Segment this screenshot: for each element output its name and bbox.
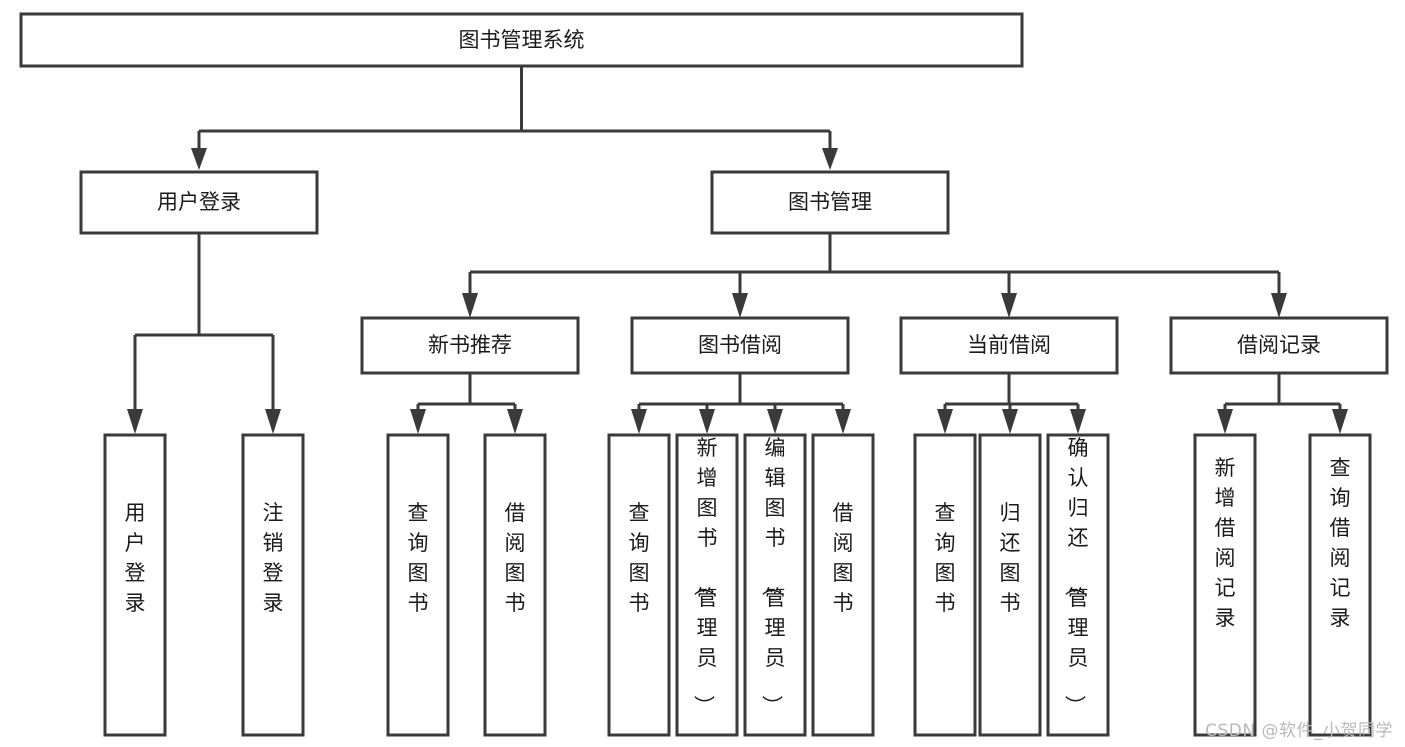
- node-borrow-records-box[interactable]: [1169, 316, 1389, 375]
- arrow-head-book-manage: [822, 148, 838, 170]
- leaf-borrow-4-box[interactable]: [811, 433, 875, 737]
- arrow-head-borrow-leaf-2: [699, 409, 715, 434]
- leaf-user-login-2-label: 注销登录: [263, 501, 284, 615]
- leaf-new-book-1-label: 查询图书: [408, 501, 429, 615]
- leaf-borrow-3-box[interactable]: [743, 433, 807, 737]
- leaf-borrow-3[interactable]: 编辑图书（管理员）: [743, 433, 807, 737]
- leaf-user-login-2[interactable]: 注销登录: [241, 433, 305, 737]
- node-user-login[interactable]: 用户登录: [79, 170, 319, 235]
- node-current-borrow-box[interactable]: [899, 316, 1119, 375]
- node-root-label: 图书管理系统: [459, 28, 585, 52]
- leaf-user-login-1-label: 用户登录: [125, 501, 146, 615]
- arrow-head-current-leaf-2: [1002, 409, 1018, 434]
- leaf-user-login-2-box[interactable]: [241, 433, 305, 737]
- leaf-user-login-1[interactable]: 用户登录: [103, 433, 167, 737]
- arrow-head-new-book: [462, 293, 478, 318]
- arrow-head-login-leaf-2: [265, 409, 281, 434]
- leaf-borrow-1-box[interactable]: [607, 433, 671, 737]
- leaf-current-3-box[interactable]: [1046, 433, 1110, 737]
- leaf-new-book-1[interactable]: 查询图书: [386, 433, 450, 737]
- leaf-records-2-box[interactable]: [1308, 433, 1372, 737]
- arrow-head-borrow-leaf-4: [835, 409, 851, 434]
- leaf-borrow-1[interactable]: 查询图书: [607, 433, 671, 737]
- node-borrow-records-label: 借阅记录: [1237, 333, 1321, 357]
- leaf-borrow-1-label: 查询图书: [629, 501, 650, 615]
- node-new-book-recommend[interactable]: 新书推荐: [360, 316, 580, 375]
- node-user-login-label: 用户登录: [157, 190, 241, 214]
- leaf-borrow-2-box[interactable]: [675, 433, 739, 737]
- leaf-borrow-2-label: 新增图书（管理员）: [692, 436, 718, 716]
- leaf-borrow-4[interactable]: 借阅图书: [811, 433, 875, 737]
- leaf-current-2[interactable]: 归还图书: [978, 433, 1042, 737]
- node-book-management-label: 图书管理: [788, 190, 872, 214]
- leaf-new-book-2-box[interactable]: [483, 433, 547, 737]
- leaf-records-2-label: 查询借阅记录: [1330, 456, 1351, 630]
- leaf-borrow-3-label: 编辑图书（管理员）: [760, 436, 786, 716]
- arrow-head-newbook-leaf-2: [507, 409, 523, 434]
- leaf-records-1-label: 新增借阅记录: [1215, 456, 1236, 630]
- leaf-borrow-2[interactable]: 新增图书（管理员）: [675, 433, 739, 737]
- node-book-borrow-label: 图书借阅: [698, 333, 782, 357]
- leaf-current-2-label: 归还图书: [1000, 501, 1021, 615]
- arrow-head-current: [1001, 293, 1017, 318]
- arrow-head-current-leaf-3: [1070, 409, 1086, 434]
- leaf-records-1-box[interactable]: [1193, 433, 1257, 737]
- arrow-head-current-leaf-1: [937, 409, 953, 434]
- leaf-borrow-4-label: 借阅图书: [833, 501, 854, 615]
- arrow-head-records-leaf-1: [1217, 409, 1233, 434]
- node-current-borrow-label: 当前借阅: [967, 333, 1051, 357]
- node-root[interactable]: 图书管理系统: [19, 12, 1024, 68]
- arrow-head-newbook-leaf-1: [410, 409, 426, 434]
- node-new-book-recommend-box[interactable]: [360, 316, 580, 375]
- node-borrow-records[interactable]: 借阅记录: [1169, 316, 1389, 375]
- node-book-management[interactable]: 图书管理: [710, 170, 950, 235]
- node-current-borrow[interactable]: 当前借阅: [899, 316, 1119, 375]
- node-root-box[interactable]: [19, 12, 1024, 68]
- node-book-management-box[interactable]: [710, 170, 950, 235]
- node-book-borrow-box[interactable]: [630, 316, 850, 375]
- leaf-new-book-2-label: 借阅图书: [505, 501, 526, 615]
- arrow-head-login-leaf-1: [127, 409, 143, 434]
- leaf-current-2-box[interactable]: [978, 433, 1042, 737]
- node-new-book-recommend-label: 新书推荐: [428, 333, 512, 357]
- node-user-login-box[interactable]: [79, 170, 319, 235]
- leaf-current-1[interactable]: 查询图书: [913, 433, 977, 737]
- arrow-head-borrow: [732, 293, 748, 318]
- leaf-new-book-2[interactable]: 借阅图书: [483, 433, 547, 737]
- leaf-records-2[interactable]: 查询借阅记录: [1308, 433, 1372, 737]
- leaf-new-book-1-box[interactable]: [386, 433, 450, 737]
- leaf-records-1[interactable]: 新增借阅记录: [1193, 433, 1257, 737]
- leaf-current-3[interactable]: 确认归还（管理员）: [1046, 433, 1110, 737]
- leaf-current-1-label: 查询图书: [935, 501, 956, 615]
- arrow-head-borrow-leaf-3: [767, 409, 783, 434]
- arrow-head-user-login: [191, 148, 207, 170]
- leaf-current-1-box[interactable]: [913, 433, 977, 737]
- leaf-user-login-1-box[interactable]: [103, 433, 167, 737]
- arrow-head-records: [1271, 293, 1287, 318]
- arrow-head-borrow-leaf-1: [631, 409, 647, 434]
- leaf-current-3-label: 确认归还（管理员）: [1063, 436, 1089, 716]
- arrow-head-records-leaf-2: [1332, 409, 1348, 434]
- connectors-layer: [127, 66, 1348, 434]
- node-book-borrow[interactable]: 图书借阅: [630, 316, 850, 375]
